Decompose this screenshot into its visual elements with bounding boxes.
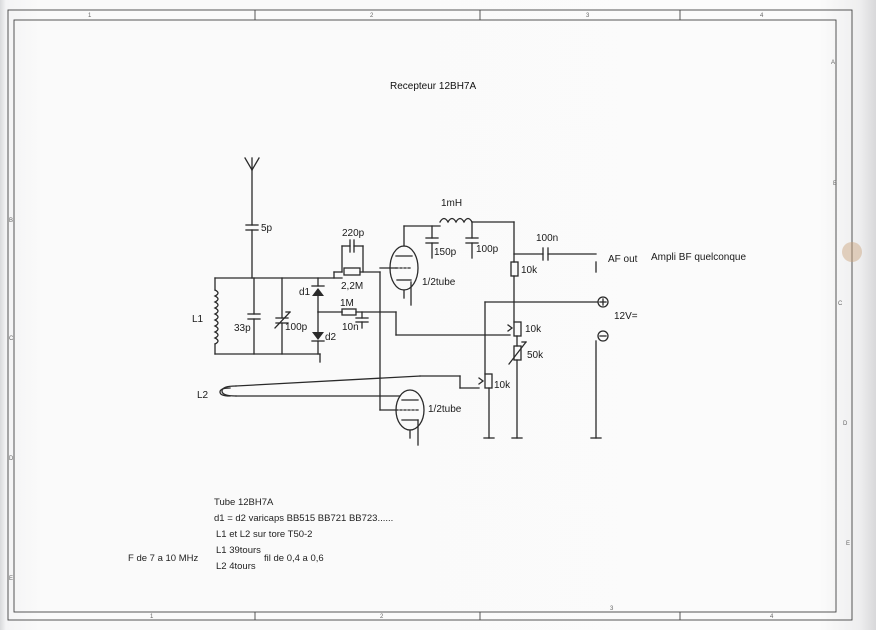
zone-top-1: 1 [88, 13, 92, 19]
varicap-d2 [311, 311, 325, 355]
capacitor-33p [247, 277, 261, 355]
capacitor-220p [341, 239, 364, 273]
choke-1mh [439, 217, 473, 224]
potentiometer-10k-b [507, 321, 522, 337]
capacitor-100n [542, 247, 597, 261]
label-tube2: 1/2tube [428, 404, 462, 415]
note-l2-turns: L2 4tours [216, 561, 256, 572]
drawing-frame: 1 2 3 4 1 2 3 4 B C D E A B C D E [7, 9, 853, 621]
capacitor-10n [355, 311, 369, 329]
note-tore: L1 et L2 sur tore T50-2 [216, 529, 312, 540]
label-150p: 150p [434, 247, 457, 258]
label-l2: L2 [197, 390, 209, 401]
label-1m: 1M [340, 298, 354, 309]
zone-left-b: B [9, 218, 13, 224]
label-ampli: Ampli BF quelconque [651, 252, 746, 263]
label-100p: 100p [476, 244, 499, 255]
coil-l2 [219, 375, 421, 397]
label-d2: d2 [325, 332, 337, 343]
zone-right-d: D [843, 421, 848, 427]
label-5p: 5p [261, 223, 273, 234]
capacitor-100p [465, 237, 479, 259]
label-50k: 50k [527, 350, 544, 361]
varicap-d1 [311, 277, 325, 313]
antenna [244, 157, 260, 226]
note-wire: fil de 0,4 a 0,6 [264, 553, 324, 564]
label-220p: 220p [342, 228, 365, 239]
zone-left-d: D [9, 456, 14, 462]
schematic-title: Recepteur 12BH7A [390, 81, 476, 92]
zone-left-e: E [9, 576, 13, 582]
zone-right-a: A [831, 60, 835, 66]
zone-bottom-3: 3 [610, 606, 614, 612]
zone-bottom-4: 4 [770, 614, 774, 620]
label-12v: 12V= [614, 311, 638, 322]
zone-left-c: C [9, 336, 14, 342]
resistor-1m [341, 308, 397, 316]
zone-bottom-2: 2 [380, 614, 384, 620]
label-af-out: AF out [608, 254, 638, 265]
label-10n: 10n [342, 322, 359, 333]
tube-1 [389, 225, 419, 299]
label-100p-var: 100p [285, 322, 308, 333]
note-frequency: F de 7 a 10 MHz [128, 553, 198, 564]
zone-top-3: 3 [586, 13, 590, 19]
label-tube1: 1/2tube [422, 277, 456, 288]
label-1mh: 1mH [441, 198, 462, 209]
capacitor-100p-variable [274, 277, 291, 355]
capacitor-5p [245, 224, 259, 279]
label-10k-c: 10k [494, 380, 511, 391]
potentiometer-10k-c [478, 373, 493, 389]
note-varicaps: d1 = d2 varicaps BB515 BB721 BB723...... [214, 513, 393, 524]
label-10k-a: 10k [521, 265, 538, 276]
paper-stain [842, 242, 862, 262]
resistor-2-2m [343, 267, 361, 276]
note-l1-turns: L1 39tours [216, 545, 261, 556]
zone-right-b: B [833, 181, 837, 187]
resistor-10k-a [510, 261, 519, 323]
note-tube: Tube 12BH7A [214, 497, 274, 508]
label-2-2m: 2,2M [341, 281, 363, 292]
label-100n: 100n [536, 233, 558, 244]
zone-right-c: C [838, 301, 843, 307]
tube-2 [395, 389, 425, 446]
zone-top-4: 4 [760, 13, 764, 19]
zone-top-2: 2 [370, 13, 374, 19]
coil-l1 [213, 277, 219, 355]
zone-bottom-1: 1 [150, 614, 154, 620]
capacitor-150p [425, 237, 439, 259]
label-10k-b: 10k [525, 324, 542, 335]
zone-right-e: E [846, 541, 850, 547]
label-l1: L1 [192, 314, 204, 325]
label-33p: 33p [234, 323, 251, 334]
label-d1: d1 [299, 287, 311, 298]
